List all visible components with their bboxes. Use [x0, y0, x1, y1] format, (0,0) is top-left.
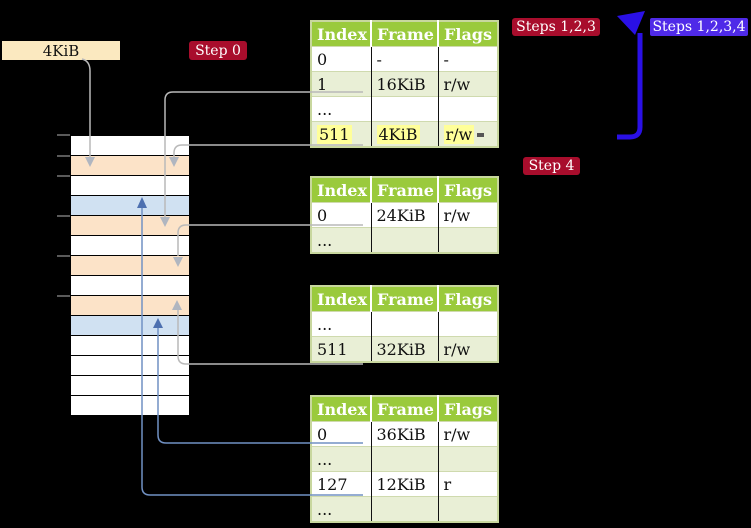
cell-flags: r/w — [443, 74, 471, 94]
page-table-3: Index Frame Flags ... 511 32KiB r/w — [310, 285, 499, 363]
steps-arrow — [617, 11, 645, 140]
memory-row-white — [71, 356, 189, 376]
cell-flags: r/w — [443, 424, 471, 444]
steps-arrow-shaft — [617, 33, 643, 140]
cell-flags — [438, 97, 498, 122]
cell-frame — [371, 96, 439, 122]
cell-flags: - — [443, 49, 449, 69]
cell-flags — [438, 228, 498, 254]
table-header-row: Index Frame Flags — [311, 21, 498, 47]
col-header-frame: Frame — [371, 396, 439, 422]
cell-flags: r/w — [438, 122, 498, 148]
cell-flags — [438, 497, 498, 523]
memory-row-white — [71, 396, 189, 415]
col-header-flags: Flags — [438, 177, 498, 203]
page-table-1: Index Frame Flags 0 - - 1 16KiB r/w ... … — [310, 20, 499, 148]
col-header-frame: Frame — [371, 21, 439, 47]
memory-row-white — [71, 176, 189, 196]
table-row: 0 - - — [311, 46, 498, 72]
cell-flags — [438, 447, 498, 472]
steps1234-badge: Steps 1,2,3,4 — [650, 18, 748, 36]
col-header-flags: Flags — [438, 21, 498, 47]
cell-flags: r/w — [443, 205, 471, 225]
table-header-row: Index Frame Flags — [311, 177, 498, 203]
cell-index: ... — [311, 227, 372, 253]
highlight: r/w — [443, 124, 475, 144]
cell-index: 0 — [311, 46, 372, 72]
memory-row-white — [71, 336, 189, 356]
table-row: ... — [311, 311, 498, 337]
cell-frame: 4KiB — [371, 121, 439, 147]
cell-flags: r/w — [443, 339, 471, 359]
table-row: 0 24KiB r/w — [311, 202, 498, 228]
table-header-row: Index Frame Flags — [311, 286, 498, 312]
memory-row-orange — [71, 216, 189, 236]
memory-row-blue — [71, 196, 189, 216]
cell-frame: 12KiB — [371, 471, 439, 497]
cell-flags: r — [443, 474, 452, 494]
table-row: ... — [311, 227, 498, 254]
cell-index: ... — [311, 311, 372, 337]
cell-index: 1 — [311, 71, 372, 97]
col-header-index: Index — [311, 21, 372, 47]
memory-row-blue — [71, 316, 189, 336]
cell-index: ... — [311, 446, 372, 472]
table-row: ... — [311, 446, 498, 472]
memory-row-white — [71, 136, 189, 156]
table-row: 0 36KiB r/w — [311, 421, 498, 447]
memory-row-orange — [71, 156, 189, 176]
cell-frame: 16KiB — [371, 71, 439, 97]
cell-frame: - — [371, 46, 439, 72]
cell-frame — [371, 496, 439, 522]
step0-badge: Step 0 — [189, 41, 247, 60]
col-header-index: Index — [311, 396, 372, 422]
cell-index: 127 — [311, 471, 372, 497]
cell-frame — [371, 227, 439, 253]
memory-row-orange — [71, 256, 189, 276]
highlight: 4KiB — [376, 124, 420, 144]
memory-column — [70, 135, 190, 416]
cell-index: 0 — [311, 202, 372, 228]
page-table-2: Index Frame Flags 0 24KiB r/w ... — [310, 176, 499, 254]
table-row: 1 16KiB r/w — [311, 71, 498, 97]
cell-frame: 24KiB — [371, 202, 439, 228]
col-header-index: Index — [311, 286, 372, 312]
cell-index: 511 — [311, 121, 372, 147]
table-header-row: Index Frame Flags — [311, 396, 498, 422]
cell-frame — [371, 446, 439, 472]
col-header-flags: Flags — [438, 286, 498, 312]
cell-index: 0 — [311, 421, 372, 447]
memory-row-white — [71, 236, 189, 256]
cell-index: 511 — [311, 336, 372, 362]
memory-row-orange — [71, 296, 189, 316]
step4-badge: Step 4 — [523, 157, 580, 175]
memory-tick-marks — [57, 134, 70, 297]
table-row: ... — [311, 496, 498, 523]
col-header-flags: Flags — [438, 396, 498, 422]
table-row: 511 32KiB r/w — [311, 336, 498, 362]
table-row-highlighted: 511 4KiB r/w — [311, 121, 498, 148]
memory-row-white — [71, 376, 189, 396]
cell-index: ... — [311, 496, 372, 522]
col-header-frame: Frame — [371, 177, 439, 203]
cell-frame: 36KiB — [371, 421, 439, 447]
cell-frame: 32KiB — [371, 336, 439, 362]
cell-index: ... — [311, 96, 372, 122]
col-header-frame: Frame — [371, 286, 439, 312]
steps123-badge: Steps 1,2,3 — [512, 18, 600, 36]
steps-arrowhead-icon — [617, 11, 645, 35]
table-row: 127 12KiB r — [311, 471, 498, 497]
table-row: ... — [311, 96, 498, 122]
cell-flags — [438, 312, 498, 337]
page-table-4: Index Frame Flags 0 36KiB r/w ... 127 12… — [310, 395, 499, 523]
memory-row-white — [71, 276, 189, 296]
page-size-label: 4KiB — [2, 41, 120, 60]
col-header-index: Index — [311, 177, 372, 203]
highlight: 511 — [317, 124, 352, 144]
cell-frame — [371, 311, 439, 337]
